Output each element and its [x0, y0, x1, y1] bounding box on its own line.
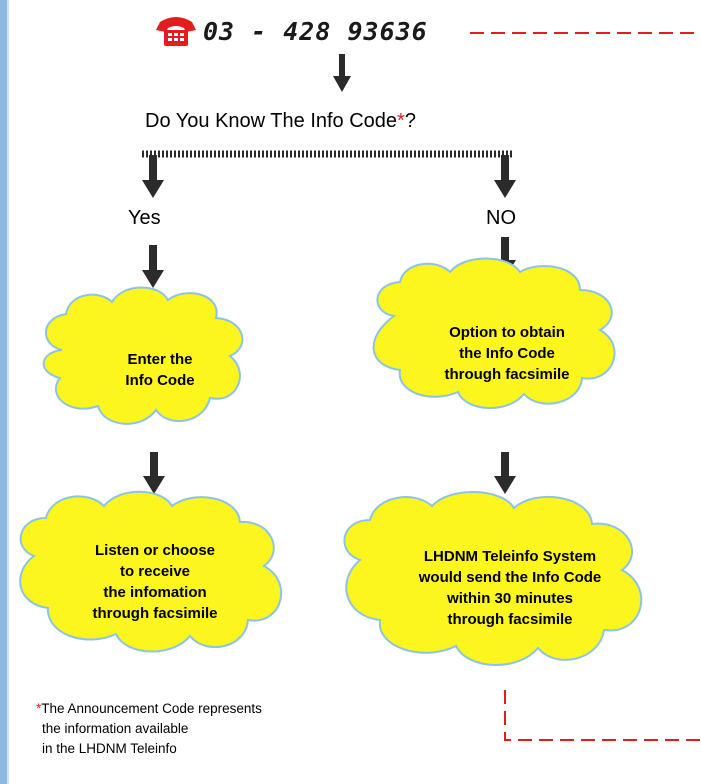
cloud-option-obtain [372, 257, 616, 409]
footnote-asterisk: * [36, 701, 42, 716]
cloud-line: within 30 minutes [447, 590, 573, 607]
cloud-line: through facsimile [92, 605, 218, 622]
telephone-icon [156, 17, 196, 46]
cloud-teleinfo-system-text: LHDNM Teleinfo System would send the Inf… [380, 546, 640, 630]
left-border [0, 0, 7, 784]
no-label: NO [486, 207, 516, 229]
cloud-line: the Info Code [459, 345, 555, 362]
cloud-enter-info-code [42, 286, 244, 425]
arrow-yes-to-cloud [142, 245, 164, 288]
arrow-to-yes [142, 155, 164, 198]
cloud-listen-or-choose-text: Listen or choose to receive the infomati… [45, 540, 265, 624]
cloud-line: the infomation [103, 584, 207, 601]
footnote-line: in the LHDNM Teleinfo [42, 741, 177, 756]
cloud-line: to receive [119, 563, 191, 580]
footnote-line: The Announcement Code represents [41, 701, 262, 716]
arrow-cloud2-to-cloud4 [494, 452, 516, 494]
arrow-to-question [333, 54, 351, 92]
arrow-cloud1-to-cloud3 [143, 452, 165, 494]
cloud-line: Option to obtain [449, 324, 565, 341]
cloud-teleinfo-system [343, 490, 643, 666]
cloud-line: LHDNM Teleinfo System [423, 548, 597, 565]
cloud-line: Info Code [125, 372, 195, 389]
question-label: Do You Know The Info Code*? [145, 110, 416, 133]
cloud-line: through facsimile [447, 611, 573, 628]
cloud-line: Enter the [127, 351, 193, 368]
cloud-listen-or-choose [19, 490, 283, 653]
cloud-line: would send the Info Code [418, 569, 602, 586]
yes-label: Yes [128, 207, 161, 229]
left-border-inner [7, 0, 9, 784]
question-asterisk: * [397, 110, 405, 132]
footnote-line: the information available [42, 721, 189, 736]
red-dashed-connector-bottom [504, 690, 701, 741]
cloud-line: through facsimile [444, 366, 570, 383]
arrow-to-no [494, 155, 516, 198]
cloud-enter-info-code-text: Enter the Info Code [75, 349, 245, 391]
phone-number: 03 - 428 93636 [203, 17, 428, 46]
cloud-option-obtain-text: Option to obtain the Info Code through f… [402, 322, 612, 385]
cloud-line: Listen or choose [94, 542, 216, 559]
question-end: ? [404, 110, 416, 132]
footnote: *The Announcement Code represents the in… [36, 699, 396, 759]
question-text: Do You Know The Info Code [145, 110, 398, 132]
